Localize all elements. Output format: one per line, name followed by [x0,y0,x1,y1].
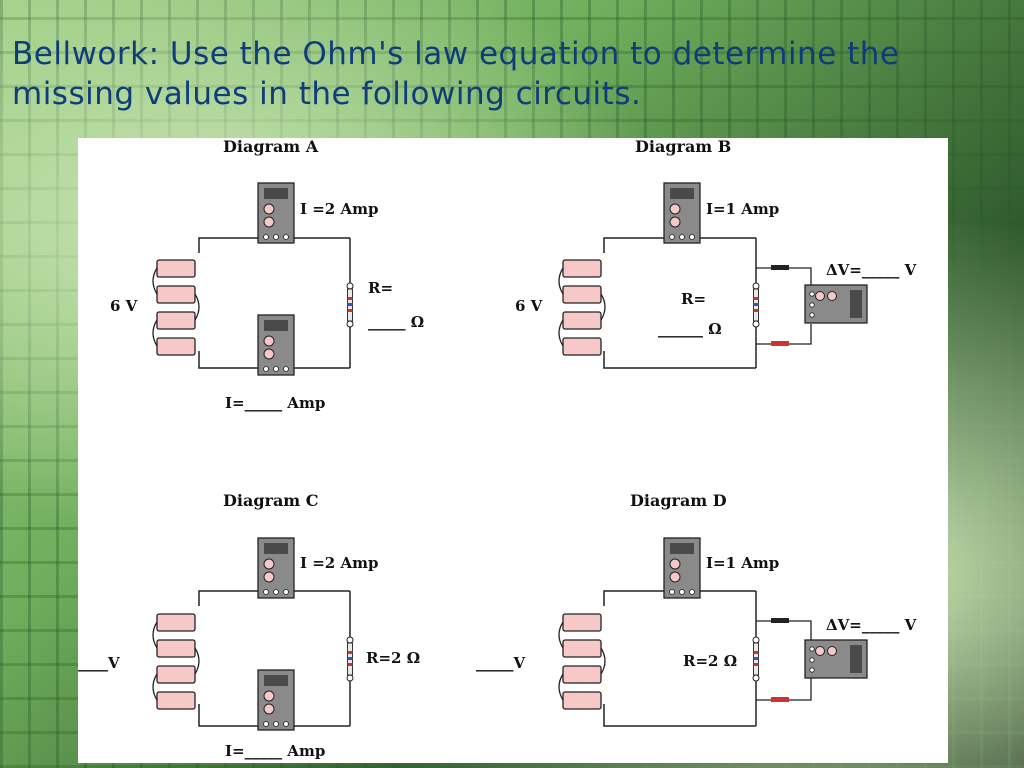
diagram-b-title: Diagram B [635,138,731,156]
diagram-c-bottom-current-label: I=_____ Amp [225,742,325,760]
diagram-b-ammeter [663,182,701,244]
diagram-a-ammeter-bottom [257,314,295,376]
diagram-d-resistor [752,636,760,682]
diagram-d-voltage-label: _____V [476,654,526,672]
diagram-b-voltmeter [804,284,868,324]
diagram-a-current-label: I =2 Amp [300,200,378,218]
diagram-a: Diagram A I =2 Amp 6 V R= _____ Ω I=____… [110,138,424,412]
diagram-c-resistance-label: R=2 Ω [366,649,420,667]
diagram-c: Diagram C I =2 Amp ____V R=2 Ω I=_____ A… [78,491,420,760]
diagram-d-current-label: I=1 Amp [706,554,779,572]
diagram-a-ammeter-top [257,182,295,244]
diagram-d-voltmeter [804,639,868,679]
diagram-b-voltmeter-label: ΔV=_____ V [826,261,917,279]
diagram-c-ammeter-bottom [257,669,295,731]
diagram-b-resistance-label: R= [681,290,706,308]
diagram-a-battery [153,260,199,355]
diagram-b-current-label: I=1 Amp [706,200,779,218]
diagram-b-voltage-label: 6 V [515,297,543,315]
diagram-d-battery [559,614,605,709]
diagram-a-bottom-current-label: I=_____ Amp [225,394,325,412]
diagram-b-battery [559,260,605,355]
diagram-a-resistance-blank: _____ Ω [368,313,424,331]
diagram-a-resistance-label: R= [368,279,393,297]
diagram-d-ammeter [663,537,701,599]
circuits-panel: Diagram A I =2 Amp 6 V R= _____ Ω I=____… [78,138,948,763]
diagram-a-title: Diagram A [223,138,319,156]
diagram-c-current-label: I =2 Amp [300,554,378,572]
slide-title: Bellwork: Use the Ohm's law equation to … [12,36,900,113]
diagram-c-battery [153,614,199,709]
diagram-d-voltmeter-label: ΔV=_____ V [826,616,917,634]
diagram-c-resistor [346,636,354,682]
diagram-c-voltage-label: ____V [78,654,120,672]
diagram-d-title: Diagram D [630,491,727,510]
diagram-c-title: Diagram C [223,491,319,510]
diagram-a-resistor [346,282,354,328]
diagram-b: Diagram B I=1 Amp 6 V R= ______ Ω ΔV=___… [515,138,917,369]
diagram-b-resistor [752,282,760,328]
diagram-b-resistance-blank: ______ Ω [658,320,722,338]
diagram-d-resistance-label: R=2 Ω [683,652,737,670]
diagram-d: Diagram D I=1 Amp _____V R=2 Ω ΔV=_____ … [476,491,917,727]
diagram-c-ammeter-top [257,537,295,599]
diagram-a-voltage-label: 6 V [110,297,138,315]
